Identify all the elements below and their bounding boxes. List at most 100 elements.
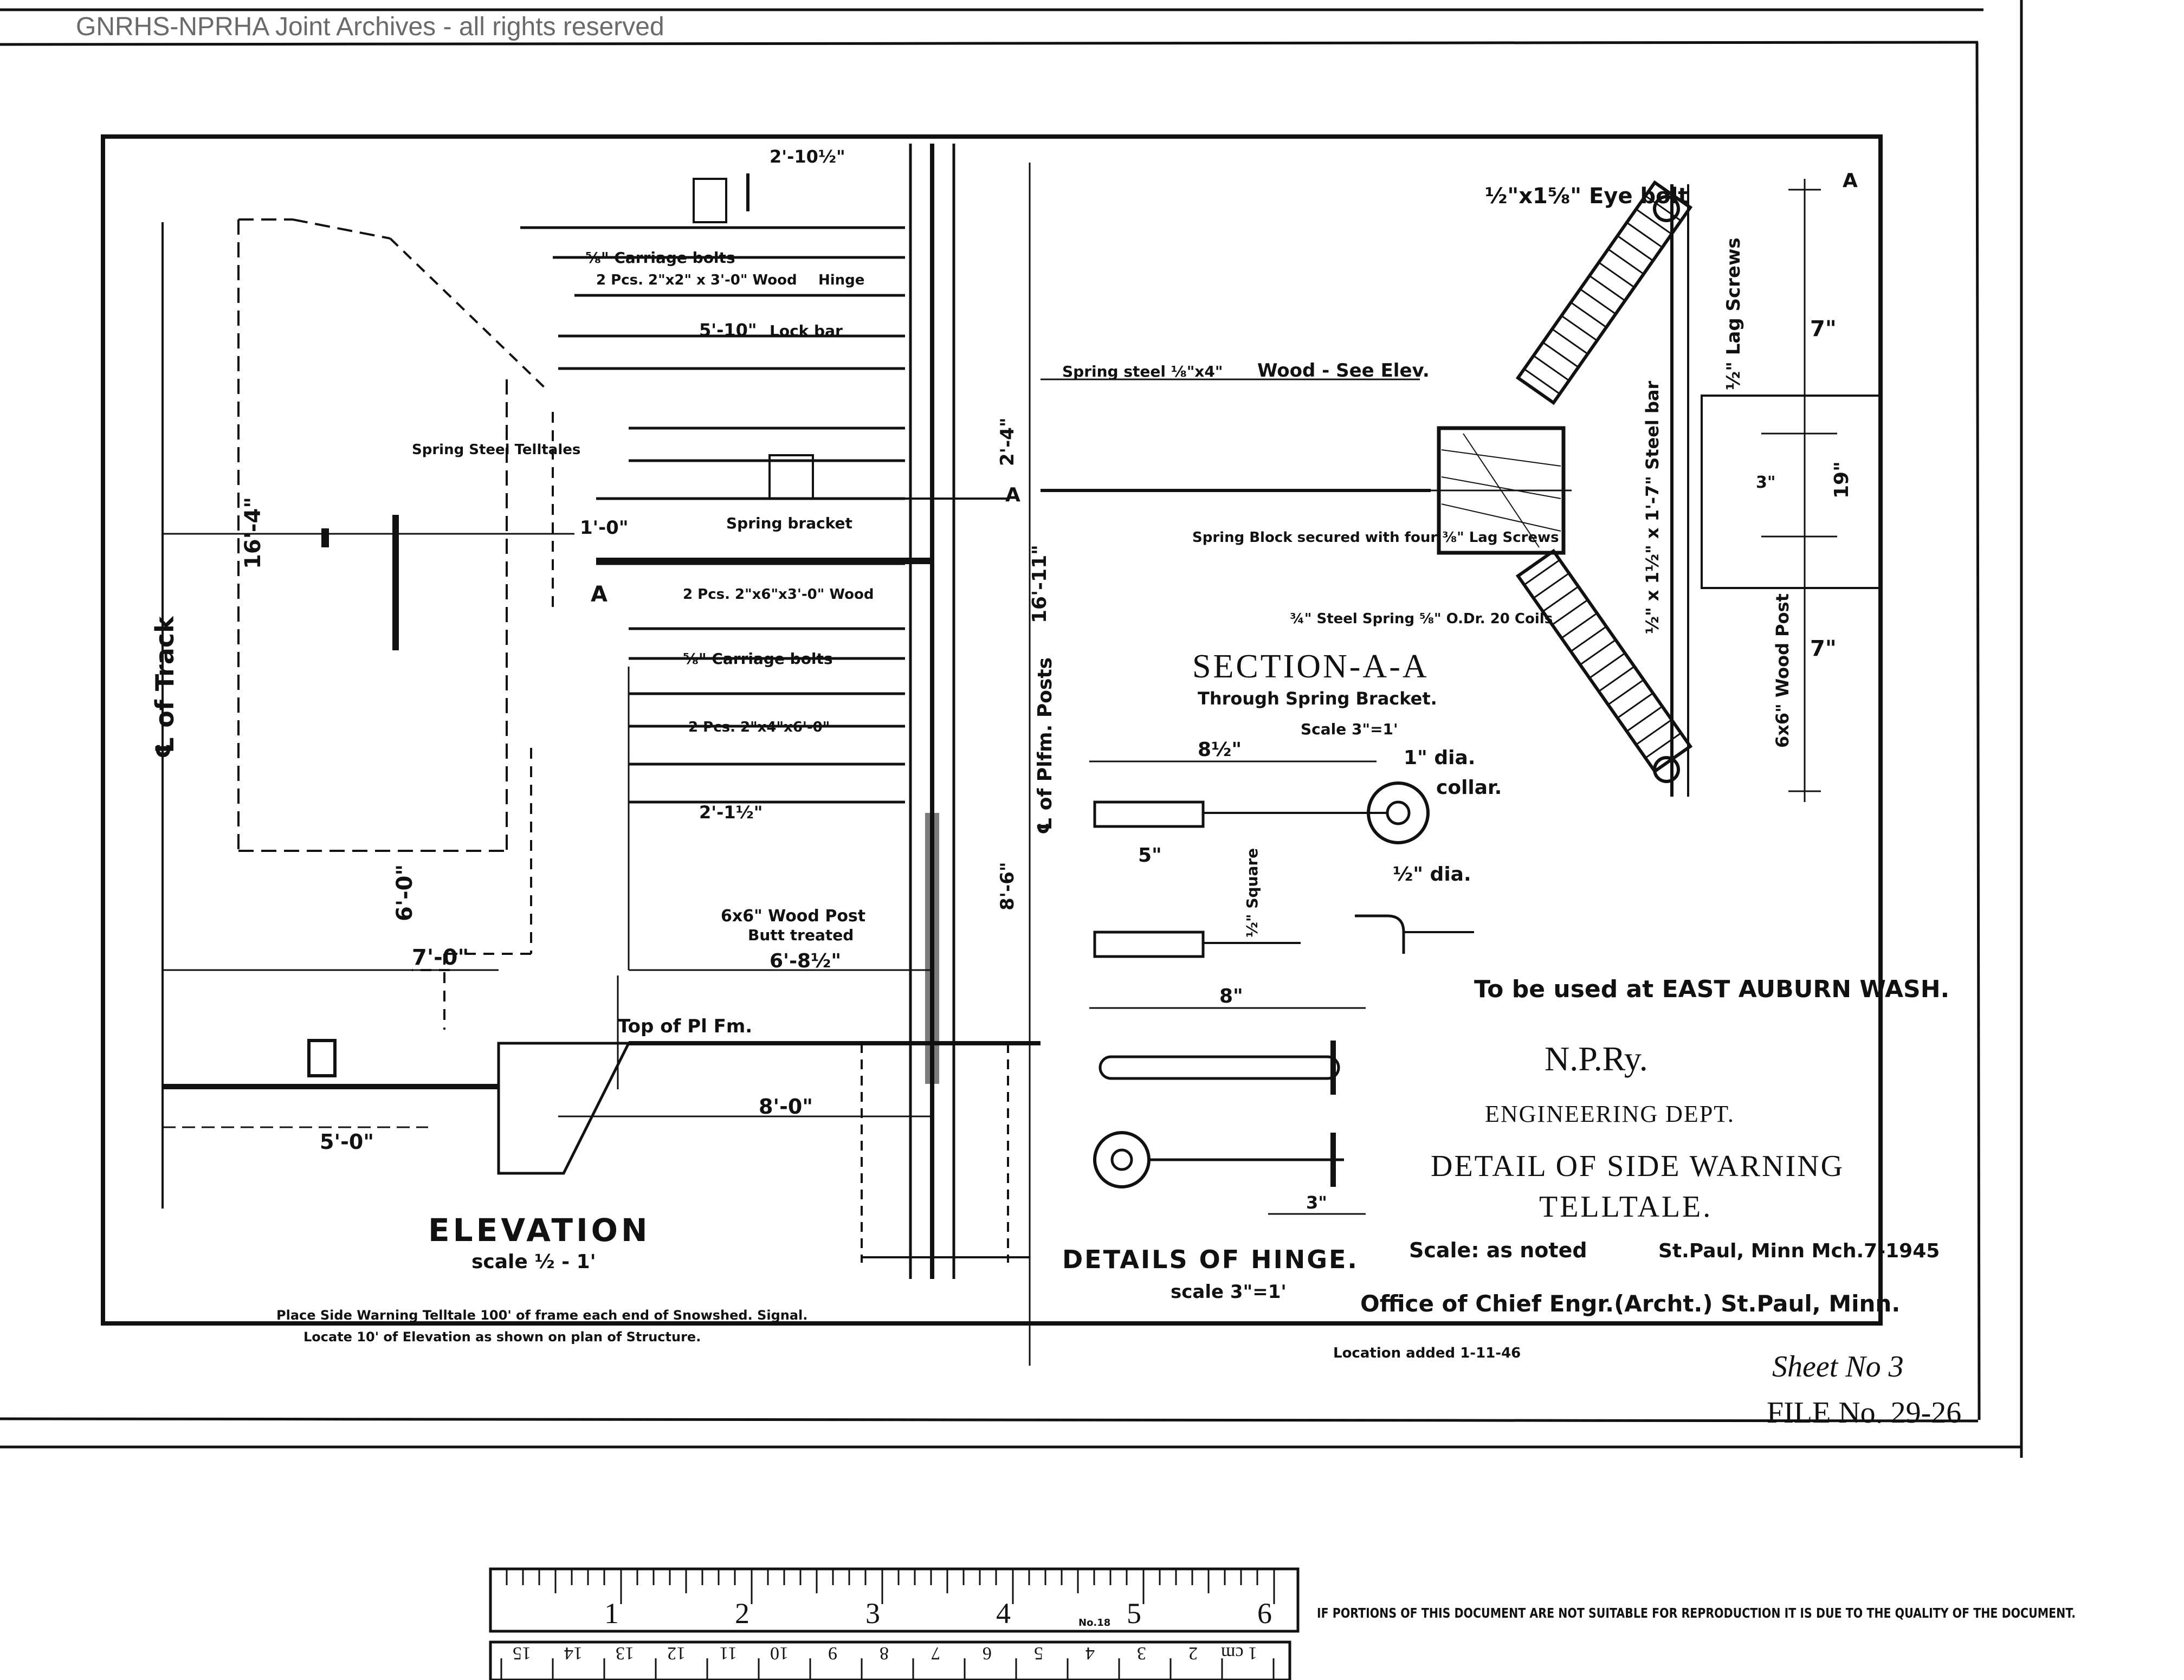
note-line-1: Place Side Warning Telltale 100' of fram… (276, 1308, 807, 1323)
spring-block-label: Spring Block secured with four ⅜" Lag Sc… (1192, 529, 1559, 546)
place-date: St.Paul, Minn Mch.7-1945 (1658, 1240, 1940, 1262)
ruler-cm-2: 2 (1188, 1643, 1198, 1663)
elevation-scale: scale ½ - 1' (471, 1251, 596, 1273)
legibility-stamp: IF PORTIONS OF THIS DOCUMENT ARE NOT SUI… (1311, 1566, 2081, 1637)
ruler-inch-1: 1 (604, 1597, 619, 1630)
square-label: ½" Square (1243, 848, 1261, 938)
steel-bar-label: ½" x 1½" x 1'-7" Steel bar (1642, 381, 1663, 634)
drawing-border (101, 134, 1883, 1326)
title-block: To be used at EAST AUBURN WASH. N.P.Ry. … (1333, 975, 1961, 1430)
wood-post-label: 6x6" Wood Post (1772, 593, 1793, 748)
note-wood-pcs: 2 Pcs. 2"x6"x3'-0" Wood (683, 586, 874, 603)
ruler-cm-13: 13 (616, 1643, 634, 1663)
ruler-cm-6: 6 (983, 1643, 992, 1663)
section-labels: SECTION-A-A Through Spring Bracket. Scal… (1005, 170, 1858, 748)
ruler-cm-14: 14 (564, 1643, 583, 1663)
section-title: SECTION-A-A (1192, 648, 1429, 685)
note-lock-bar: Lock bar (770, 322, 843, 340)
ruler-cm-11: 11 (719, 1643, 737, 1663)
dim-2-10: 2'-10½" (770, 146, 845, 167)
dim-6-0: 6'-0" (392, 864, 417, 921)
top-of-platform-label: Top of Pl Fm. (618, 1016, 752, 1037)
one-inch-dia-label: 1" dia. (1404, 747, 1475, 769)
hinge-title: DETAILS OF HINGE. (1062, 1245, 1359, 1274)
ruler-cm-7: 7 (931, 1643, 940, 1663)
ruler-inch-2: 2 (735, 1597, 749, 1630)
platform-centerline-label: ℄ of Plfm. Posts (1034, 657, 1056, 835)
steel-spring-label: ¾" Steel Spring ⅝" O.Dr. 20 Coils (1290, 611, 1553, 627)
spring-steel-label: Spring steel ⅛"x4" (1062, 363, 1223, 380)
ruler-inch-6: 6 (1257, 1597, 1272, 1630)
half-dia-label: ½" dia. (1393, 863, 1471, 886)
ruler-cm-1: 1 cm (1221, 1643, 1257, 1663)
drawing-title-line2: TELLTALE. (1539, 1190, 1713, 1224)
dim-6-8: 6'-8½" (770, 950, 841, 972)
dim-3-section: 3" (1756, 473, 1776, 492)
wood-see-elev-label: Wood - See Elev. (1257, 360, 1430, 382)
dim-7-lower: 7" (1810, 636, 1837, 661)
eye-bolt-label: ½"x1⅝" Eye bolt (1485, 184, 1688, 209)
sheet-borders (0, 0, 2023, 1458)
elevation-labels: ELEVATION scale ½ - 1' ℄ of Track ℄ of P… (150, 146, 1056, 1345)
ruler-cm-3: 3 (1137, 1643, 1146, 1663)
dim-8-0: 8'-0" (759, 1095, 813, 1119)
ruler-cm-8: 8 (880, 1643, 889, 1663)
dim-16-11: 16'-11" (1029, 545, 1051, 623)
dim-2-4: 2'-4" (997, 417, 1018, 466)
note-hinge: Hinge (818, 272, 864, 288)
file-number: FILE No. 29-26 (1767, 1396, 1961, 1430)
dim-8-half: 8½" (1198, 739, 1242, 761)
note-wood-post: 6x6" Wood Post (721, 907, 865, 926)
track-centerline-label: ℄ of Track (150, 616, 179, 759)
ruler-brand: No.18 (1078, 1617, 1110, 1629)
section-mark-a-top: A (1843, 170, 1858, 192)
ruler-inch-5: 5 (1127, 1597, 1141, 1630)
drawing-title-line1: DETAIL OF SIDE WARNING (1431, 1149, 1844, 1183)
dim-7-upper: 7" (1810, 316, 1837, 341)
hinge-labels: DETAILS OF HINGE. scale 3"=1' 8½" 8" 5" … (1062, 739, 1502, 1303)
sheet-number: Sheet No 3 (1772, 1350, 1904, 1384)
dim-5-0: 5'-0" (320, 1130, 374, 1154)
ruler-cm-12: 12 (667, 1643, 686, 1663)
hinge-details-view (1089, 760, 1474, 1215)
section-mark-a-left: A (591, 582, 608, 607)
ruler-cm-labels: 1 cm 2 3 4 5 6 7 8 9 10 11 12 13 14 15 (513, 1643, 1257, 1663)
ruler-inch-4: 4 (996, 1597, 1011, 1630)
dim-8: 8" (1219, 985, 1243, 1007)
office-note: Office of Chief Engr.(Archt.) St.Paul, M… (1360, 1290, 1900, 1317)
section-subtitle: Through Spring Bracket. (1198, 688, 1437, 709)
ruler-inch-3: 3 (865, 1597, 880, 1630)
archive-watermark: GNRHS-NPRHA Joint Archives - all rights … (76, 12, 664, 41)
scale-note: Scale: as noted (1409, 1238, 1587, 1262)
location-note: Location added 1-11-46 (1333, 1345, 1521, 1361)
lag-screws-label: ½" Lag Screws (1723, 237, 1744, 390)
note-wood-2pcs: 2 Pcs. 2"x2" x 3'-0" Wood (596, 272, 797, 288)
elevation-view (161, 144, 1041, 1366)
dim-2-1: 2'-1½" (699, 802, 763, 823)
section-a-a-view (1041, 179, 1882, 802)
note-spr-2x4: 2 Pcs. 2"x4"x6'-0" (688, 719, 830, 735)
dim-5: 5" (1138, 844, 1162, 867)
note-butt-treated: Butt treated (748, 926, 854, 944)
dim-5-10: 5'-10" (699, 320, 757, 340)
note-carriage-bolts-2: ⅝" Carriage bolts (683, 650, 833, 668)
dim-19: 19" (1831, 461, 1853, 499)
dim-1-0: 1'-0" (580, 517, 629, 539)
note-spring-steel: Spring Steel Telltales (412, 442, 580, 458)
use-note: To be used at EAST AUBURN WASH. (1474, 975, 1949, 1003)
collar-label: collar. (1436, 777, 1502, 799)
note-carriage-bolts: ⅝" Carriage bolts (585, 249, 735, 267)
engineering-dept: ENGINEERING DEPT. (1485, 1101, 1735, 1127)
dim-8-6: 8'-6" (997, 862, 1018, 910)
section-scale: Scale 3"=1' (1301, 720, 1398, 738)
section-mark-a-mid: A (1005, 484, 1020, 506)
legibility-line-1: IF PORTIONS OF THIS DOCUMENT ARE NOT SUI… (1317, 1605, 2076, 1621)
dim-16-4: 16'-4" (241, 497, 266, 569)
ruler-cm-9: 9 (828, 1643, 837, 1663)
note-line-2: Locate 10' of Elevation as shown on plan… (303, 1329, 701, 1345)
railway-name: N.P.Ry. (1545, 1039, 1648, 1078)
scale-ruler: 1 2 3 4 5 6 No.18 1 cm 2 3 4 5 6 7 8 9 1… (489, 1567, 1300, 1680)
ruler-cm-4: 4 (1085, 1643, 1095, 1663)
ruler-cm-15: 15 (513, 1643, 531, 1663)
